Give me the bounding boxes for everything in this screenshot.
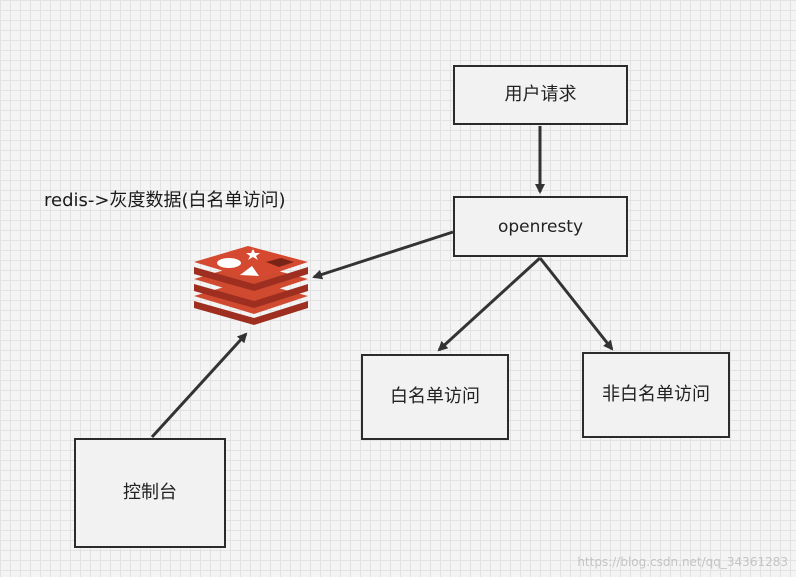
console-label: 控制台 [123, 482, 177, 503]
redis-logo-diamond [266, 258, 294, 267]
redis-slab-top-face [194, 246, 308, 280]
arrow-openresty-to-redis [312, 230, 454, 280]
openresty-node[interactable]: openresty [453, 196, 628, 257]
redis-slab-bottom [194, 301, 308, 325]
console-node[interactable]: 控制台 [74, 438, 226, 548]
user-request-label: 用户请求 [504, 84, 577, 105]
redis-gray-data-label: redis->灰度数据(白名单访问) [44, 190, 286, 211]
watermark: https://blog.csdn.net/qq_34361283 [577, 555, 788, 569]
redis-logo-triangle [240, 266, 259, 276]
arrow-openresty-to-whitelist [437, 256, 542, 352]
redis-logo-icon [194, 246, 308, 325]
arrow-openresty-to-nonwhitelist [538, 257, 614, 351]
arrow-console-to-redis [150, 332, 248, 439]
redis-slab-middle [194, 284, 308, 308]
whitelist-access-label: 白名单访问 [390, 386, 480, 407]
redis-logo-circle [217, 258, 241, 268]
redis-logo-star [246, 249, 260, 260]
redis-slab-top [194, 267, 308, 291]
openresty-label: openresty [497, 216, 584, 237]
non-whitelist-access-node[interactable]: 非白名单访问 [582, 352, 730, 438]
whitelist-access-node[interactable]: 白名单访问 [361, 354, 509, 440]
user-request-node[interactable]: 用户请求 [453, 65, 628, 125]
non-whitelist-access-label: 非白名单访问 [602, 384, 710, 405]
